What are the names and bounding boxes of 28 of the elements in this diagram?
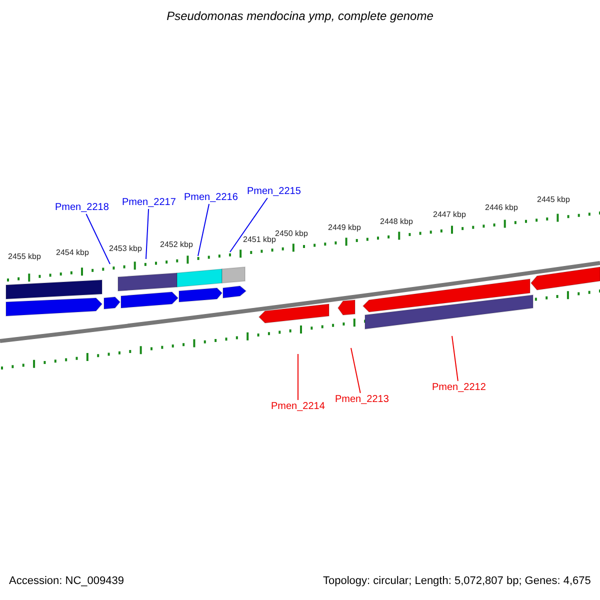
scale-label: 2445 kbp xyxy=(537,196,570,205)
accession-text: Accession: NC_009439 xyxy=(9,575,124,588)
leader-line xyxy=(230,198,268,252)
gene-tag: Pmen_2213 xyxy=(335,394,389,405)
scale-label: 2448 kbp xyxy=(380,218,413,227)
scale-label: 2454 kbp xyxy=(56,249,89,258)
genome-info-text: Topology: circular; Length: 5,072,807 bp; Genes: 4,675 xyxy=(323,575,591,588)
scale-label: 2450 kbp xyxy=(275,230,308,238)
genome-map-drawing xyxy=(0,212,600,370)
gene-tag: Pmen_2214 xyxy=(271,401,325,412)
gene-tag: Pmen_2212 xyxy=(432,382,486,393)
map-title: Pseudomonas mendocina ymp, complete genome xyxy=(166,10,434,24)
scale-label: 2447 kbp xyxy=(433,211,466,220)
gene-tag: Pmen_2218 xyxy=(55,202,109,213)
leader-line xyxy=(86,214,110,264)
scale-label: 2455 kbp xyxy=(8,253,41,262)
scale-label: 2449 kbp xyxy=(328,224,361,233)
gene-tag: Pmen_2217 xyxy=(122,197,176,208)
leader-line xyxy=(198,204,210,256)
leader-line xyxy=(452,336,458,382)
gene-tag: Pmen_2216 xyxy=(184,192,238,203)
scale-label: 2451 kbp xyxy=(243,236,276,245)
scale-label: 2452 kbp xyxy=(160,241,193,250)
scale-label: 2446 kbp xyxy=(485,204,518,213)
scale-label: 2453 kbp xyxy=(109,245,142,254)
leader-line xyxy=(146,208,150,260)
gene-tag: Pmen_2215 xyxy=(247,186,301,197)
leader-line xyxy=(350,348,361,394)
